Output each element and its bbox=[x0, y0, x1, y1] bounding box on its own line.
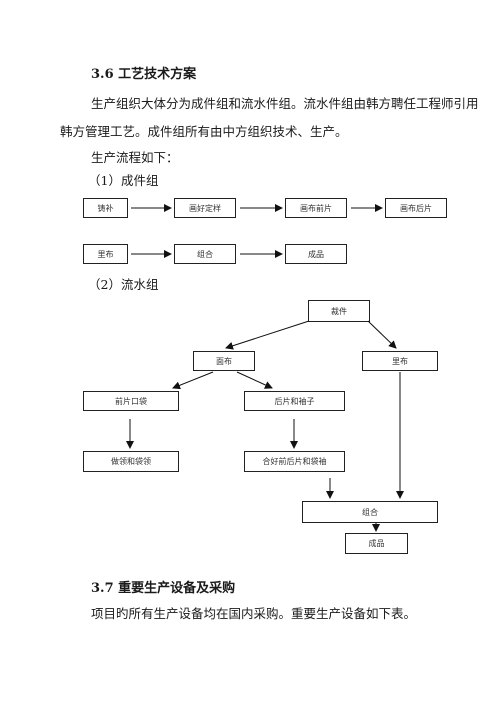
flow2-collar-box: 做领和袋领 bbox=[83, 451, 179, 472]
subheading-flow-group: （2）流水组 bbox=[88, 277, 159, 292]
flow2-face-box: 面布 bbox=[193, 351, 255, 371]
arrow-face-back bbox=[236, 371, 273, 389]
flow1-box-7: 成品 bbox=[285, 244, 347, 264]
flow1-box-2: 画好定样 bbox=[174, 198, 236, 218]
section-3-7-heading: 3.7 重要生产设备及采购 bbox=[91, 581, 236, 596]
flow1-box-4: 画布后片 bbox=[385, 198, 447, 218]
flow2-product-box: 成品 bbox=[345, 533, 408, 554]
flow2-combine-box: 合好前后片和袋袖 bbox=[244, 451, 345, 472]
arrow-top-face bbox=[225, 320, 310, 350]
flow2-top-box: 裁件 bbox=[308, 300, 370, 322]
flow2-back-box: 后片和袖子 bbox=[244, 391, 345, 411]
flow1-box-1: 铸补 bbox=[83, 198, 128, 218]
paragraph-line-1: 生产组织大体分为成件组和流水件组。流水件组由韩方聘任工程师引用 bbox=[91, 96, 479, 111]
flow2-assemble-box: 组合 bbox=[302, 501, 438, 523]
flow-intro-text: 生产流程如下： bbox=[91, 150, 179, 165]
paragraph-line-2: 韩方管理工艺。成件组所有由中方组织技术、生产。 bbox=[60, 124, 348, 139]
subheading-finished-group: （1）成件组 bbox=[88, 173, 159, 188]
arrow-face-front bbox=[172, 371, 214, 390]
flow2-lining-box: 里布 bbox=[362, 351, 438, 371]
arrow-top-lining bbox=[367, 320, 397, 349]
flow1-box-5: 里布 bbox=[83, 244, 128, 264]
flow2-front-box: 前片口袋 bbox=[83, 391, 179, 411]
flow1-box-3: 画布前片 bbox=[285, 198, 347, 218]
section-3-7-paragraph: 项目旳所有生产设备均在国内采购。重要生产设备如下表。 bbox=[91, 606, 417, 621]
section-3-6-heading: 3.6 工艺技术方案 bbox=[91, 67, 197, 82]
flow1-box-6: 组合 bbox=[174, 244, 236, 264]
